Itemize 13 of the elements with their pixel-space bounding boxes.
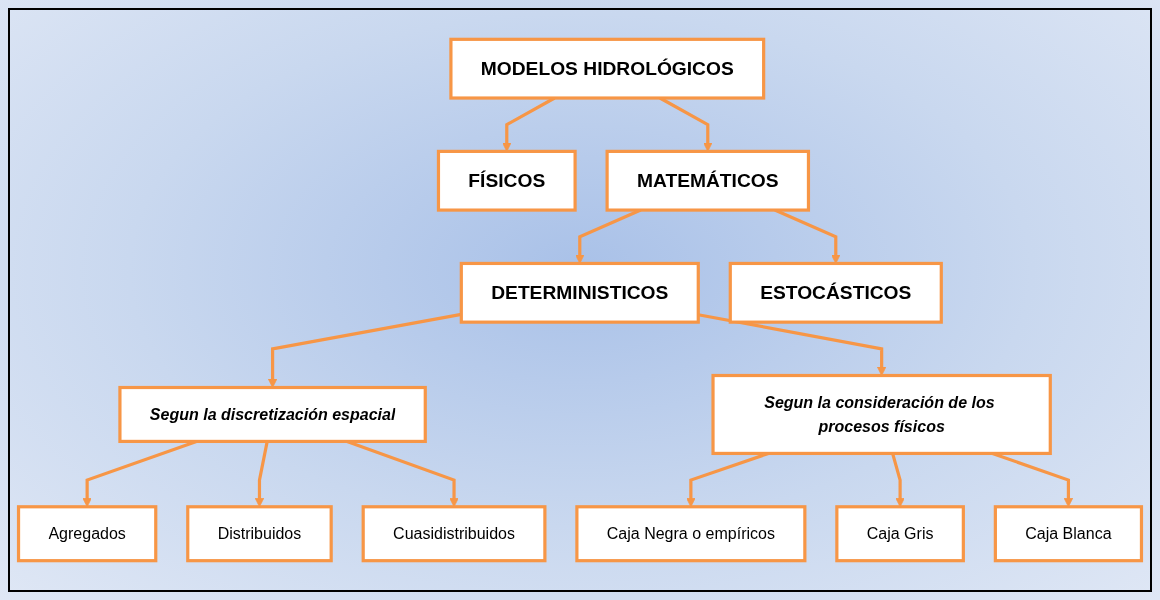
node-box: Caja Negra o empíricos [575, 505, 807, 563]
node-box: ESTOCÁSTICOS [728, 261, 943, 324]
node-box: FÍSICOS [436, 149, 577, 212]
node-box: Segun la discretización espacial [118, 385, 427, 443]
node-box: MODELOS HIDROLÓGICOS [449, 37, 766, 100]
node-box: Agregados [16, 505, 158, 563]
node-box: MATEMÁTICOS [605, 149, 811, 212]
node-box: DETERMINISTICOS [459, 261, 700, 324]
node-box: Caja Gris [835, 505, 965, 563]
node-box: Cuasidistribuidos [361, 505, 547, 563]
node-box: Segun la consideración de los procesos físicos [711, 373, 1052, 456]
node-box: Caja Blanca [993, 505, 1144, 563]
node-box: Distribuidos [186, 505, 333, 563]
